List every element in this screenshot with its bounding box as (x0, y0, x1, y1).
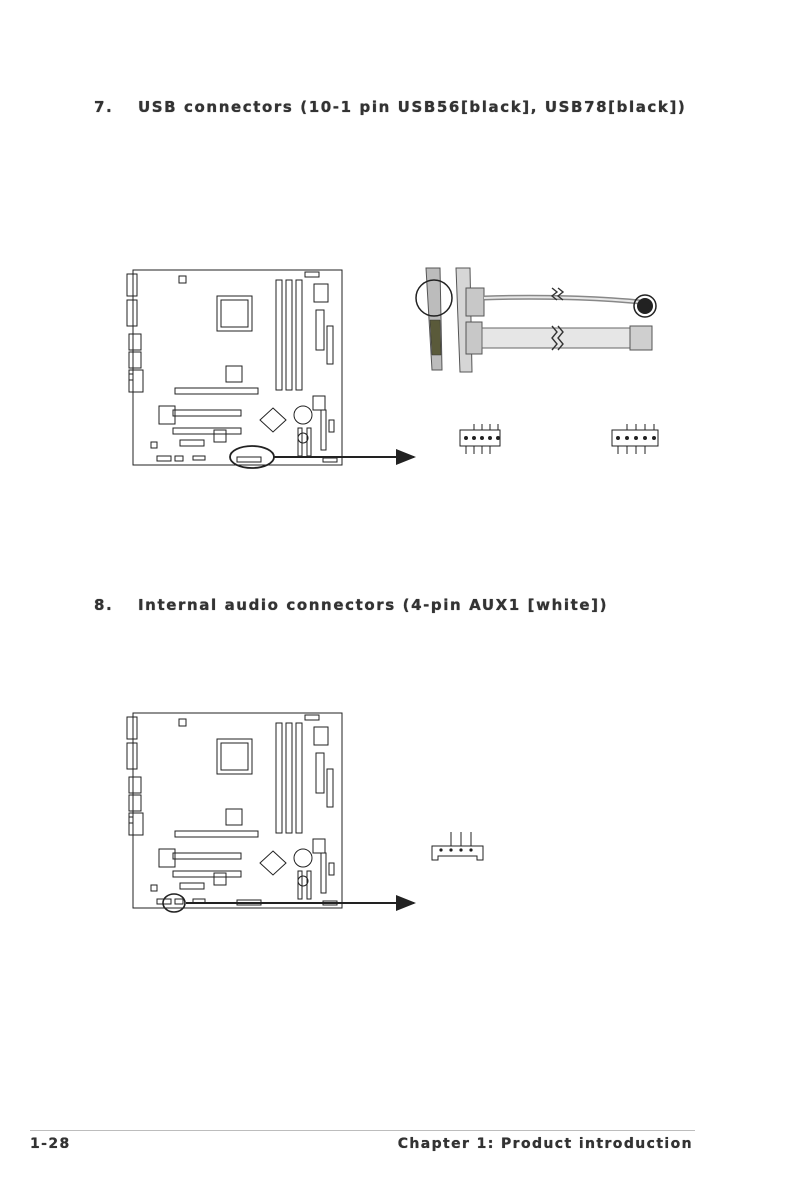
chapter-title: Chapter 1: Product introduction (398, 1136, 693, 1152)
page-number: 1-28 (30, 1136, 71, 1152)
footer-divider (30, 1130, 695, 1131)
usb78-pin-diagram (612, 424, 658, 454)
motherboard-layout-usb (127, 270, 342, 468)
usb-bracket-cable-image (416, 268, 656, 372)
usb56-pin-diagram (460, 424, 500, 454)
motherboard-layout-audio (127, 713, 342, 912)
aux1-pin-diagram (432, 832, 483, 860)
